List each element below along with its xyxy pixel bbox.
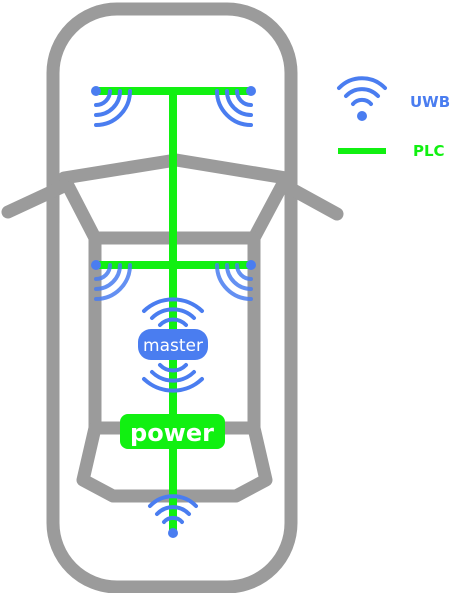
uwb-wave-icon	[142, 297, 204, 393]
master-node: master	[138, 297, 208, 393]
uwb-wave-icon	[94, 263, 132, 301]
legend-uwb-dot	[357, 111, 367, 121]
legend-item-uwb: UWB	[337, 76, 450, 121]
car-body-outline	[46, 2, 298, 593]
antenna-dot	[91, 86, 101, 96]
antenna-mid-right	[215, 260, 256, 301]
antenna-rear	[148, 494, 198, 538]
legend-plc-label: PLC	[413, 142, 445, 160]
legend: UWB PLC	[337, 76, 450, 160]
antenna-front-right	[215, 86, 256, 127]
windshield-outline	[57, 153, 293, 245]
uwb-wave-icon	[94, 89, 132, 127]
uwb-wave-icon	[337, 76, 387, 106]
power-node: power	[120, 414, 225, 449]
antenna-front-left	[91, 86, 132, 127]
rear-window-outline	[76, 421, 273, 503]
legend-item-plc: PLC	[338, 142, 445, 160]
antenna-dot	[168, 528, 178, 538]
antenna-dot	[246, 86, 256, 96]
uwb-wave-icon	[215, 89, 253, 127]
uwb-wave-icon	[215, 263, 253, 301]
left-mirror	[1, 179, 71, 219]
master-badge	[138, 329, 208, 360]
uwb-wave-icon	[148, 494, 198, 524]
right-mirror	[279, 179, 344, 221]
antenna-dot	[246, 260, 256, 270]
master-label: master	[143, 336, 203, 356]
antenna-mid-left	[91, 260, 132, 301]
legend-uwb-label: UWB	[410, 93, 450, 111]
power-box-icon	[120, 414, 225, 449]
antenna-dot	[91, 260, 101, 270]
power-label: power	[130, 419, 214, 447]
